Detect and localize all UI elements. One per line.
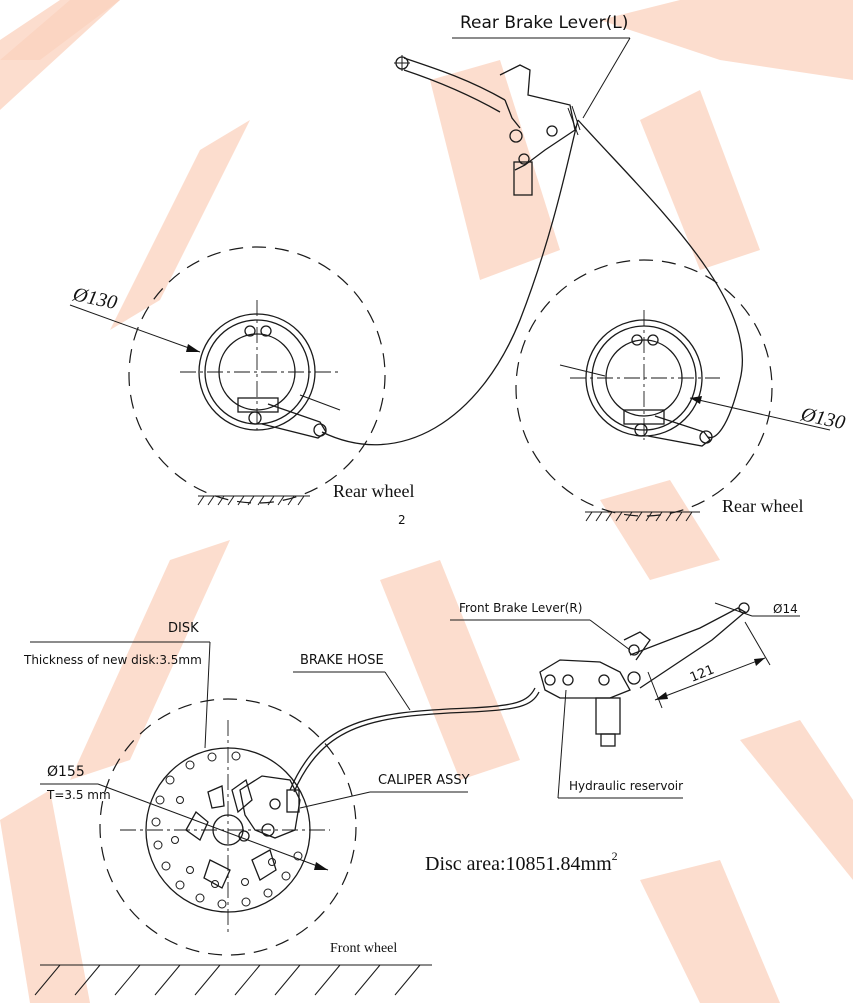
disc-diameter-label: Ø155 xyxy=(47,764,85,780)
right-ground-hatch xyxy=(585,511,700,522)
left-diameter-leader xyxy=(69,304,201,353)
front-lever-leader xyxy=(589,619,631,651)
front-wheel-label: Front wheel xyxy=(330,941,397,956)
caliper-leader xyxy=(299,791,371,809)
rear-brake-lever xyxy=(394,55,581,196)
disc-diameter-arrow xyxy=(314,862,328,870)
brake-hose-outline xyxy=(293,691,540,793)
dim-121-ext-2 xyxy=(744,621,771,666)
front-brake-lever-label: Front Brake Lever(R) xyxy=(459,601,582,615)
thickness-label: Thickness of new disk:3.5mm xyxy=(23,653,202,667)
dim-121-arrow-2 xyxy=(754,658,765,666)
right-diameter-leader-1 xyxy=(559,364,606,377)
lever-tip-diameter-label: Ø14 xyxy=(773,602,798,616)
right-brake-cable xyxy=(577,119,743,439)
right-diameter-leader-2 xyxy=(689,397,831,431)
rear-lever-leader xyxy=(582,37,631,119)
left-diameter-leader-2 xyxy=(299,394,341,411)
right-wheel-label: Rear wheel xyxy=(722,496,803,516)
disc-diameter-leader xyxy=(97,783,329,871)
brake-hose-label: BRAKE HOSE xyxy=(300,653,384,668)
lever-tip-dim-line xyxy=(714,602,753,617)
disc-vent-holes xyxy=(151,751,303,909)
brake-hose xyxy=(289,687,536,791)
right-diameter-label: Ø130 xyxy=(798,403,847,434)
caliper-label: CALIPER ASSY xyxy=(378,773,470,788)
dim-121-ext-1 xyxy=(647,671,663,709)
left-brake-cable xyxy=(321,119,579,446)
left-diameter-arrow xyxy=(186,344,200,352)
front-master-cylinder xyxy=(539,644,641,747)
rear-brake-lever-label: Rear Brake Lever(L) xyxy=(460,13,628,33)
disc-area-exponent: 2 xyxy=(612,849,618,863)
disc-thickness-label: T=3.5 mm xyxy=(46,788,111,802)
left-diameter-label: Ø130 xyxy=(70,283,119,314)
front-ground-hatch xyxy=(34,964,432,996)
caliper-assembly xyxy=(238,775,301,842)
disc-area-label: Disc area:10851.84mm2 xyxy=(425,849,618,875)
dim-121-line xyxy=(654,657,766,701)
page-mark: 2 xyxy=(398,513,406,527)
front-brake-lever xyxy=(623,602,750,689)
left-wheel-label: Rear wheel xyxy=(333,481,414,501)
disk-label: DISK xyxy=(168,621,199,636)
disk-leader xyxy=(204,641,211,749)
left-rear-wheel xyxy=(128,246,386,504)
front-wheel xyxy=(99,698,357,956)
reservoir-label: Hydraulic reservoir xyxy=(569,779,683,793)
brake-hose-leader xyxy=(384,671,411,711)
left-ground-hatch xyxy=(197,495,310,506)
right-rear-wheel xyxy=(515,259,773,517)
right-diameter-arrow xyxy=(690,396,702,404)
disc-area-text: Disc area:10851.84mm xyxy=(425,853,612,875)
reservoir-leader xyxy=(557,689,567,799)
dim-121-arrow-1 xyxy=(655,692,668,700)
